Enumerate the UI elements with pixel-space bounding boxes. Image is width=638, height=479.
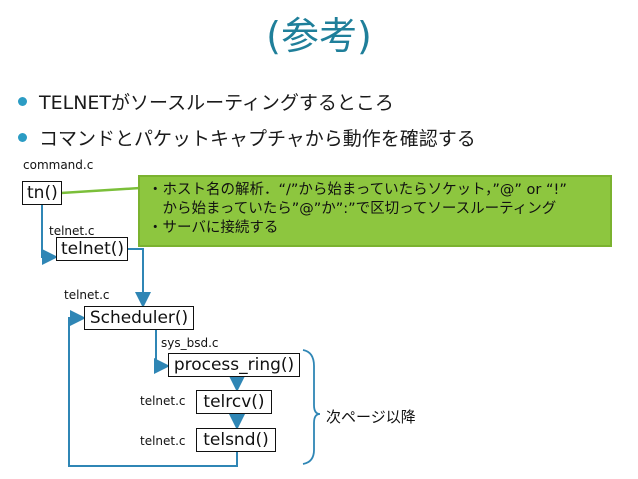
next-page-label: 次ページ以降 [322,405,436,429]
note-connector-line [60,186,141,195]
bullet-dot-icon [18,97,27,106]
bullet-text: コマンドとパケットキャプチャから動作を確認する [39,128,476,150]
node-process-ring: process_ring() [168,353,300,377]
wire-scheduler-to-process-ring [154,330,170,374]
wire-telnet-to-scheduler [127,248,151,308]
file-label-scheduler: telnet.c [64,288,110,302]
node-tn: tn() [22,181,62,205]
node-telrcv: telrcv() [196,390,272,414]
note-line: ・サーバに接続する [148,220,279,236]
wire-loop-back-to-scheduler [68,310,238,467]
next-page-brace [302,349,321,465]
note-line: から始まっていたら”@”か”:”で区切ってソースルーティング [148,201,557,217]
node-telnet: telnet() [56,237,128,261]
note-line: ・ホスト名の解析．“/”から始まっていたらソケット，”@” or “!” [148,182,567,198]
note-callout: ・ホスト名の解析．“/”から始まっていたらソケット，”@” or “!” から始… [138,175,612,247]
slide-title: (参考) [266,14,372,58]
node-scheduler: Scheduler() [84,306,194,330]
file-label-telsnd: telnet.c [140,434,186,448]
wire-tn-to-telnet [41,204,58,265]
file-label-telrcv: telnet.c [140,394,186,408]
bullet-dot-icon [18,133,27,142]
bullet-item: コマンドとパケットキャプチャから動作を確認する [18,126,476,152]
file-label-process-ring: sys_bsd.c [161,336,219,350]
node-telsnd: telsnd() [196,428,276,452]
file-label-telnet: telnet.c [49,224,95,238]
bullet-text: TELNETがソースルーティングするところ [39,92,394,114]
file-label-tn: command.c [23,158,94,172]
bullet-item: TELNETがソースルーティングするところ [18,90,394,116]
